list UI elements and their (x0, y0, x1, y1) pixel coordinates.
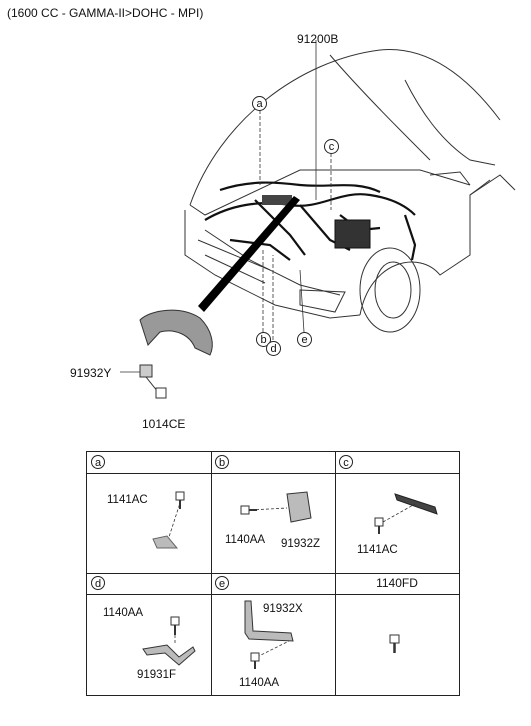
engine-spec-title: (1600 CC - GAMMA-II>DOHC - MPI) (7, 6, 204, 20)
part-label-d-1: 1140AA (103, 607, 144, 619)
detail-cell-b: b 1140AA 91932Z (211, 452, 335, 573)
cell-header-b: b (215, 455, 229, 469)
callout-a: a (252, 96, 267, 111)
cell-header-d: d (91, 576, 105, 590)
detail-cell-d: d 1140AA 91931F (87, 573, 211, 696)
clip-a-icon (152, 491, 185, 549)
part-label-a-1: 1141AC (107, 494, 148, 506)
callout-e: e (297, 332, 312, 347)
callout-c: c (324, 139, 339, 154)
cell-header-1140fd: 1140FD (376, 576, 418, 590)
bracket-b-icon (240, 491, 312, 523)
bracket-e-icon (244, 600, 294, 669)
vehicle-wiring-illustration (120, 40, 516, 399)
callout-d: d (266, 341, 281, 356)
part-label-main-harness: 91200B (297, 32, 339, 46)
bracket-d-icon (142, 616, 196, 666)
detail-cell-1140fd: 1140FD (335, 573, 459, 696)
detail-cell-c: c 1141AC (335, 452, 459, 573)
part-label-e-2: 1140AA (239, 677, 280, 689)
part-label-harness-bracket: 91932Y (70, 366, 112, 380)
bolt-1140fd-icon (389, 634, 400, 653)
part-label-bolt: 1014CE (142, 417, 186, 431)
detail-cell-a: a 1141AC (87, 452, 211, 573)
part-label-e-1: 91932X (263, 603, 303, 615)
part-label-b-1: 1140AA (225, 534, 266, 546)
detail-cell-e: e 91932X 1140AA (211, 573, 335, 696)
cell-header-c: c (339, 455, 353, 469)
part-label-c-1: 1141AC (357, 544, 398, 556)
detail-table: a 1141AC b 1140AA 91932Z c 1141AC (86, 451, 460, 696)
cell-header-e: e (215, 576, 229, 590)
cell-header-a: a (91, 455, 105, 469)
part-label-b-2: 91932Z (281, 538, 321, 550)
clip-c-icon (374, 493, 438, 534)
part-label-d-2: 91931F (137, 669, 177, 681)
